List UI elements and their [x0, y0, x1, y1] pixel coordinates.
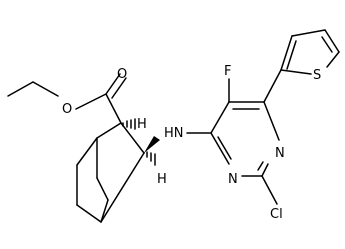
bond-th-c2-c3	[280, 35, 293, 71]
stereo-hash-bottom	[146, 151, 156, 166]
atom-hydrogen-top: H	[137, 117, 147, 132]
bond-th-s-c2	[280, 69, 312, 75]
bond-th-c4-c5	[324, 29, 340, 53]
bond-c4-c3	[100, 152, 145, 223]
atom-carbonyl-oxygen: O	[117, 67, 127, 82]
bond-n1-c6	[263, 101, 280, 141]
bond-th-c5-s	[326, 51, 340, 68]
bond-th-c2-c3-inner	[286, 40, 297, 70]
atom-sulfur: S	[313, 68, 321, 83]
bond-c8-c4	[100, 199, 109, 223]
bond-o-carbonyl	[75, 93, 107, 110]
bond-c5-c4	[76, 204, 102, 223]
bond-carbonyl-double-b	[111, 77, 127, 99]
bond-carbonyl-double-a	[105, 73, 121, 95]
bond-th-c4-c5-inner	[321, 36, 333, 53]
atom-chlorine: Cl	[270, 207, 283, 222]
atom-fluorine: F	[224, 64, 231, 79]
bond-c5-c4ring	[210, 101, 230, 134]
bond-th-c3-c4	[291, 29, 326, 37]
bond-c4-n3-inner	[217, 136, 232, 160]
bond-c2-n1	[261, 163, 269, 177]
bond-c2-cl	[261, 175, 278, 205]
bond-c2-n1-inner	[257, 161, 264, 171]
bond-ch3-ch2	[7, 81, 34, 97]
atom-ester-oxygen: O	[62, 102, 72, 117]
bond-c1-c6	[76, 137, 98, 166]
stereo-wedge-nh	[144, 136, 160, 153]
bond-c6-thiophene	[263, 69, 282, 103]
bond-ch2-o	[32, 81, 59, 97]
bond-c7-c8	[96, 177, 109, 201]
bond-c2-c1	[96, 122, 122, 139]
bond-c2-c3	[120, 122, 145, 154]
atom-amine: HN	[164, 126, 184, 141]
bond-c4-n3	[210, 132, 230, 165]
atom-nitrogen-lower: N	[228, 172, 238, 187]
atom-nitrogen-upper: N	[275, 146, 285, 161]
atom-hydrogen-bottom: H	[157, 172, 167, 187]
bond-carbonyl-c2	[105, 93, 122, 124]
